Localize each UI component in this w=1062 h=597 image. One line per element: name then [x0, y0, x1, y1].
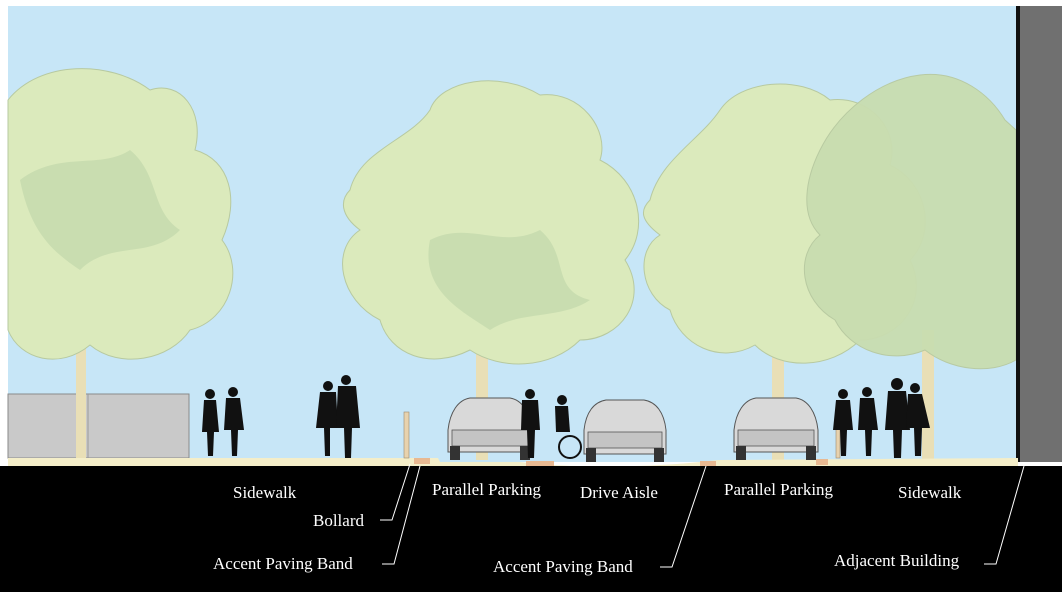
label-adjacent-building: Adjacent Building — [834, 551, 960, 570]
bollard — [403, 411, 410, 459]
pedestrian-silhouette — [336, 375, 360, 458]
parked-car — [583, 399, 667, 462]
parked-car — [733, 397, 819, 460]
low-wall — [7, 393, 190, 459]
label-sidewalk-right: Sidewalk — [898, 483, 962, 502]
accent-paving-band-left-leader-line — [382, 465, 421, 565]
street-tree — [342, 80, 640, 460]
adjacent-building — [1018, 6, 1062, 462]
wheelchair-user-silhouette — [555, 395, 582, 459]
label-accent-paving-band-left: Accent Paving Band — [213, 554, 353, 573]
label-bollard: Bollard — [313, 511, 364, 530]
label-parallel-parking-right: Parallel Parking — [724, 480, 834, 499]
street-tree — [7, 68, 234, 460]
pedestrian-silhouette — [521, 389, 540, 458]
pedestrian-silhouette — [224, 387, 244, 456]
pedestrian-silhouette — [833, 389, 853, 456]
accent-paving-band — [816, 459, 828, 465]
label-sidewalk-left: Sidewalk — [233, 483, 297, 502]
accent-paving-band — [414, 458, 430, 464]
bollard-leader-line — [380, 463, 411, 521]
accent-paving-band-center-leader-line — [660, 465, 707, 568]
label-parallel-parking-left: Parallel Parking — [432, 480, 542, 499]
parked-car — [447, 397, 533, 460]
pedestrian-silhouette — [202, 389, 219, 456]
label-accent-paving-band-center: Accent Paving Band — [493, 557, 633, 576]
pedestrian-silhouette — [858, 387, 878, 456]
ground — [0, 466, 1062, 592]
pedestrian-silhouette — [316, 381, 338, 456]
pedestrian-silhouette — [885, 378, 910, 458]
pedestrian-silhouette — [906, 383, 930, 456]
adjacent-building-leader-line — [984, 465, 1025, 565]
label-drive-aisle: Drive Aisle — [580, 483, 658, 502]
accent-paving-band — [526, 461, 554, 467]
street-surface — [8, 458, 1018, 467]
accent-paving-band — [700, 461, 716, 467]
